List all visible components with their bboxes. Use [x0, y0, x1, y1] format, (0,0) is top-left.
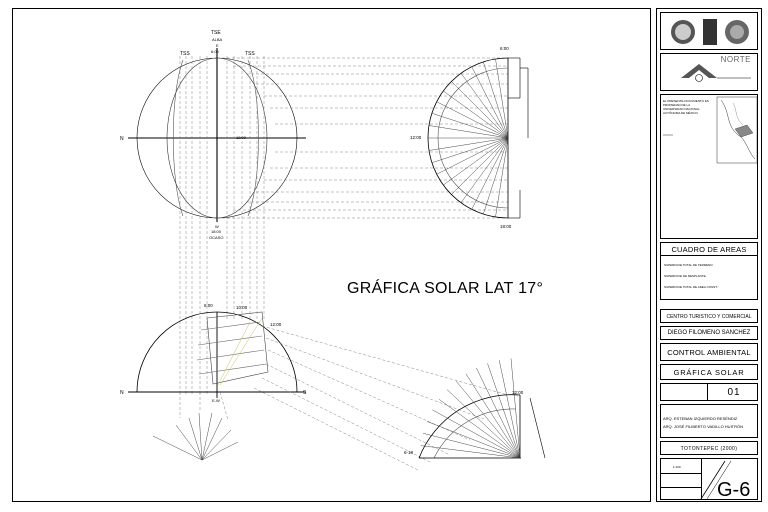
advisors-box: ARQ. ESTEBAN IZQUIERDO RESÉNDIZ ARQ. JOS… [660, 404, 758, 438]
label-tss-right: TSS [245, 51, 255, 57]
label-noon-right: 12:00 [410, 135, 422, 140]
lower-right-fan [420, 358, 521, 459]
plan-name: GRÁFICA SOLAR [673, 368, 745, 377]
advisor-2: ARQ. JOSÉ FILIBERTO VADILLO HUITRÓN [663, 424, 744, 429]
scale-value: 1:100 [673, 465, 681, 469]
upper-arc-left [173, 59, 184, 217]
label-s-lower: S [303, 390, 307, 396]
university-logos-box [660, 12, 758, 50]
area-row-construida: SUPERFICIE TOTAL DE AREA CONST.: [664, 285, 719, 289]
upper-right-fan [428, 58, 509, 218]
lower-left-fan [152, 412, 239, 461]
area-row-desplante: SUPERFICIE DE DESPLANTE: [664, 274, 707, 278]
label-ew-lower: E-W [212, 398, 220, 403]
location-map-icon [663, 96, 757, 164]
label-eighteen-upper: 18:00 [211, 229, 222, 234]
label-n-upper: N [120, 136, 124, 142]
plan-number: 01 [727, 387, 741, 398]
label-ocaso: OCASO [209, 235, 223, 240]
label-ten-lower: 10:00 [236, 305, 248, 310]
location-box: TOTONTEPEC (2000) [660, 441, 758, 455]
title-block: NORTE EL PRESENTE DOCUMENTO ES PROPIEDAD… [656, 8, 762, 502]
plan-name-box: GRÁFICA SOLAR [660, 364, 758, 380]
label-twelve-lower: 12:00 [270, 322, 282, 327]
subject-name: CONTROL AMBIENTAL [667, 348, 751, 357]
label-six-right: 6:00 [500, 46, 509, 51]
subject-box: CONTROL AMBIENTAL [660, 343, 758, 361]
area-table-box: CUADRO DE AREAS SUPERFICIE TOTAL DE TERR… [660, 242, 758, 300]
location-name: TOTONTEPEC (2000) [680, 446, 738, 452]
chart-title: GRÁFICA SOLAR LAT 17° [347, 280, 544, 297]
label-six-lower: 6:00 [204, 303, 213, 308]
sheet-code: G-6 [717, 479, 751, 500]
north-arrow-icon [681, 64, 751, 82]
label-n-lower: N [120, 390, 124, 396]
label-e: E [216, 43, 219, 48]
sheet-code-slash-icon [700, 460, 732, 499]
label-twelve-lower-right: 12:00 [512, 390, 524, 395]
label-alba: ALBA [212, 37, 223, 42]
upper-right-halfdisc [427, 57, 509, 219]
label-tss-left: TSS [180, 51, 190, 57]
sheet-code-box: 1:100 G-6 [660, 458, 758, 500]
author-box: DIEGO FILOMENO SANCHEZ [660, 326, 758, 340]
area-row-terreno: SUPERFICIE TOTAL DE TERRENO: [664, 263, 714, 267]
project-box: CENTRO TURISTICO Y COMERCIAL [660, 309, 758, 323]
notes-text: EL PRESENTE DOCUMENTO ES PROPIEDAD DE LA… [663, 99, 709, 115]
lower-right-arc [418, 394, 521, 459]
label-w-upper: W [215, 224, 219, 229]
plan-number-box: 01 [660, 383, 758, 401]
lower-sun-band [206, 311, 269, 385]
author-name: DIEGO FILOMENO SANCHEZ [667, 330, 751, 336]
label-tse: TSE [211, 30, 221, 36]
label-noon-upper: 12:00 [236, 135, 247, 140]
label-eighteen-right: 18:00 [500, 224, 512, 229]
label-six-top: 6:00 [211, 49, 220, 54]
norte-label: NORTE [720, 55, 751, 64]
project-name: CENTRO TURISTICO Y COMERCIAL [666, 314, 752, 320]
advisor-1: ARQ. ESTEBAN IZQUIERDO RESÉNDIZ [663, 416, 738, 421]
label-six-eighteen: 6-18 [404, 450, 414, 455]
drawing-area-frame [12, 8, 651, 502]
north-arrow-box: NORTE [660, 53, 758, 91]
notes-location-box: EL PRESENTE DOCUMENTO ES PROPIEDAD DE LA… [660, 94, 758, 239]
area-table-title: CUADRO DE AREAS [671, 245, 747, 254]
unam-logo-icon [671, 19, 749, 45]
